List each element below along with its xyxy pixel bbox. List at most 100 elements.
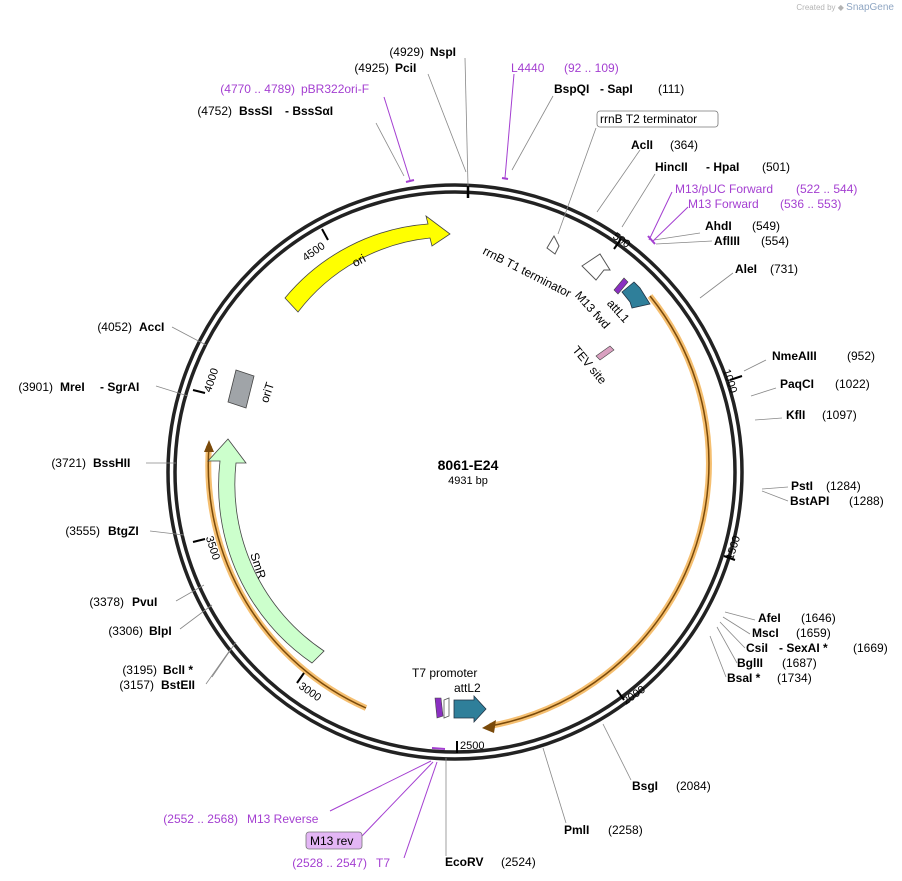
t7-range: (2528 .. 2547) [292, 856, 367, 870]
paqci-name: PaqCI [780, 377, 814, 391]
ahdi-pos: (549) [752, 219, 780, 233]
m13fwd-feature [613, 277, 629, 295]
bspqi-name: BspQI [554, 82, 589, 96]
bsteii-pos: (3157) [119, 678, 154, 692]
rrnb-t1-feature [581, 253, 611, 281]
acci-pos: (4052) [97, 320, 132, 334]
attl1-feature [621, 281, 651, 309]
ecorv-name: EcoRV [445, 855, 483, 869]
hincii-pos: (501) [762, 160, 790, 174]
bsshii-pos: (3721) [51, 456, 86, 470]
m13fwd-primer-name: M13 Forward [688, 197, 759, 211]
acci-name: AccI [139, 320, 164, 334]
t7-feature [434, 697, 444, 719]
btgzi-name: BtgZI [108, 524, 139, 538]
attl2-feature [453, 694, 487, 724]
bssshi-alt: - BssSαI [285, 104, 333, 118]
afei-pos: (1646) [801, 611, 836, 625]
rrnb-t1-label: rrnB T1 terminator [481, 244, 574, 301]
tick-label-4500: 4500 [300, 240, 327, 264]
ahdi-name: AhdI [705, 219, 732, 233]
pvui-name: PvuI [132, 595, 157, 609]
snapgene-logo-icon: ◆ [837, 3, 844, 12]
bsgi-pos: (2084) [676, 779, 711, 793]
alei-name: AleI [735, 262, 757, 276]
rrnb-t2-feature [546, 234, 560, 255]
kfli-name: KflI [786, 408, 805, 422]
pcii-pos: (4925) [354, 61, 389, 75]
blpi-name: BlpI [149, 624, 172, 638]
bspqi-pos: (111) [658, 82, 684, 96]
insert-arc-right-core [489, 295, 710, 727]
credit-prefix: Created by [796, 3, 836, 12]
orit-feature [227, 369, 255, 409]
backbone-outer [166, 183, 744, 761]
rrnb-t2-label: rrnB T2 terminator [600, 112, 697, 126]
backbone-inner [173, 190, 737, 754]
bspqi-alt: - SapI [600, 82, 633, 96]
pmli-pos: (2258) [608, 823, 643, 837]
bsshii-name: BssHII [93, 456, 130, 470]
m13fwd-label: M13 fwd [572, 288, 613, 331]
bglii-name: BglII [737, 656, 763, 670]
nmeaiii-pos: (952) [847, 349, 875, 363]
bstapi-pos: (1288) [849, 494, 884, 508]
orit-label: oriT [257, 380, 277, 405]
ecorv-pos: (2524) [501, 855, 536, 869]
bssshi-pos: (4752) [197, 104, 232, 118]
snapgene-credit: Created by ◆ SnapGene [796, 2, 894, 13]
attl2-label: attL2 [454, 681, 481, 695]
t7promoter-label: T7 promoter [412, 666, 477, 680]
leader-lines [146, 57, 789, 856]
m13fwd-primer-range: (536 .. 553) [780, 197, 841, 211]
ori-feature [284, 215, 451, 313]
afei-name: AfeI [758, 611, 781, 625]
insert-arc-left-head [204, 440, 214, 452]
rrnb-t2-box [596, 110, 719, 128]
btgzi-pos: (3555) [65, 524, 100, 538]
m13rev-label: M13 rev [310, 834, 353, 848]
insert-arc-left-core [207, 445, 367, 709]
psti-name: PstI [791, 479, 813, 493]
pcii-name: PciI [395, 61, 416, 75]
plasmid-length: 4931 bp [448, 475, 488, 487]
pbr322-range: (4770 .. 4789) [220, 82, 295, 96]
hincii-name: HincII [655, 160, 688, 174]
psti-pos: (1284) [826, 479, 861, 493]
tick-label-4000: 4000 [202, 367, 221, 394]
mrei-alt: - SgrAI [100, 380, 139, 394]
bglii-pos: (1687) [782, 656, 817, 670]
insert-arc-right [489, 294, 712, 729]
pbr322-name: pBR322ori-F [301, 82, 369, 96]
l4440-range: (92 .. 109) [564, 61, 619, 75]
bssshi-name: BssSI [239, 104, 272, 118]
m13puc-name: M13/pUC Forward [675, 182, 773, 196]
bcli-pos: (3195) [122, 663, 157, 677]
tev-label: TEV site [570, 343, 610, 387]
blpi-pos: (3306) [108, 624, 143, 638]
nspi-name: NspI [430, 45, 456, 59]
nmeaiii-name: NmeAIII [772, 349, 817, 363]
csii-alt: - SexAI * [779, 641, 828, 655]
m13rev-box [305, 831, 363, 850]
nspi-pos: (4929) [389, 45, 424, 59]
bsai-pos: (1734) [777, 671, 812, 685]
paqci-pos: (1022) [835, 377, 870, 391]
plasmid-name: 8061-E24 [438, 457, 499, 473]
bstapi-name: BstAPI [790, 494, 829, 508]
tev-feature [595, 345, 615, 361]
credit-brand: SnapGene [846, 2, 894, 13]
t7promoter-feature [443, 697, 450, 719]
msci-name: MscI [752, 626, 779, 640]
csii-name: CsiI [746, 641, 768, 655]
insert-arc-right-head [482, 720, 496, 733]
mrei-name: MreI [60, 380, 85, 394]
bsgi-name: BsgI [632, 779, 658, 793]
m13rev-primer-range: (2552 .. 2568) [163, 812, 238, 826]
ori-label: ori [350, 251, 368, 270]
acli-pos: (364) [670, 138, 698, 152]
pvui-pos: (3378) [89, 595, 124, 609]
bcli-name: BclI * [163, 663, 193, 677]
acli-name: AclI [631, 138, 653, 152]
